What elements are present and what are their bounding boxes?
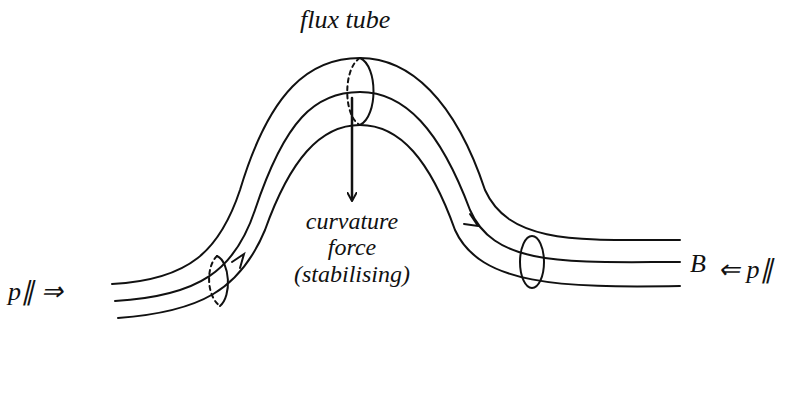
field-line-middle	[115, 92, 680, 301]
title-label: flux tube	[300, 6, 390, 35]
cross-section	[217, 256, 228, 306]
pressure-label: ⇐ p∥	[718, 256, 773, 285]
force-label: curvature force (stabilising)	[282, 208, 422, 287]
cross-section	[520, 236, 544, 288]
cross-section-hidden	[347, 58, 360, 125]
field-direction-arrow	[232, 254, 244, 268]
cross-section	[360, 58, 374, 125]
field-direction-arrow	[464, 214, 478, 226]
cross-section-hidden	[209, 256, 220, 306]
field-line-top	[112, 58, 680, 284]
pressure-label: p∥ ⇒	[8, 278, 63, 307]
curvature-force-arrow	[351, 98, 354, 200]
field-line-bottom	[118, 125, 680, 318]
